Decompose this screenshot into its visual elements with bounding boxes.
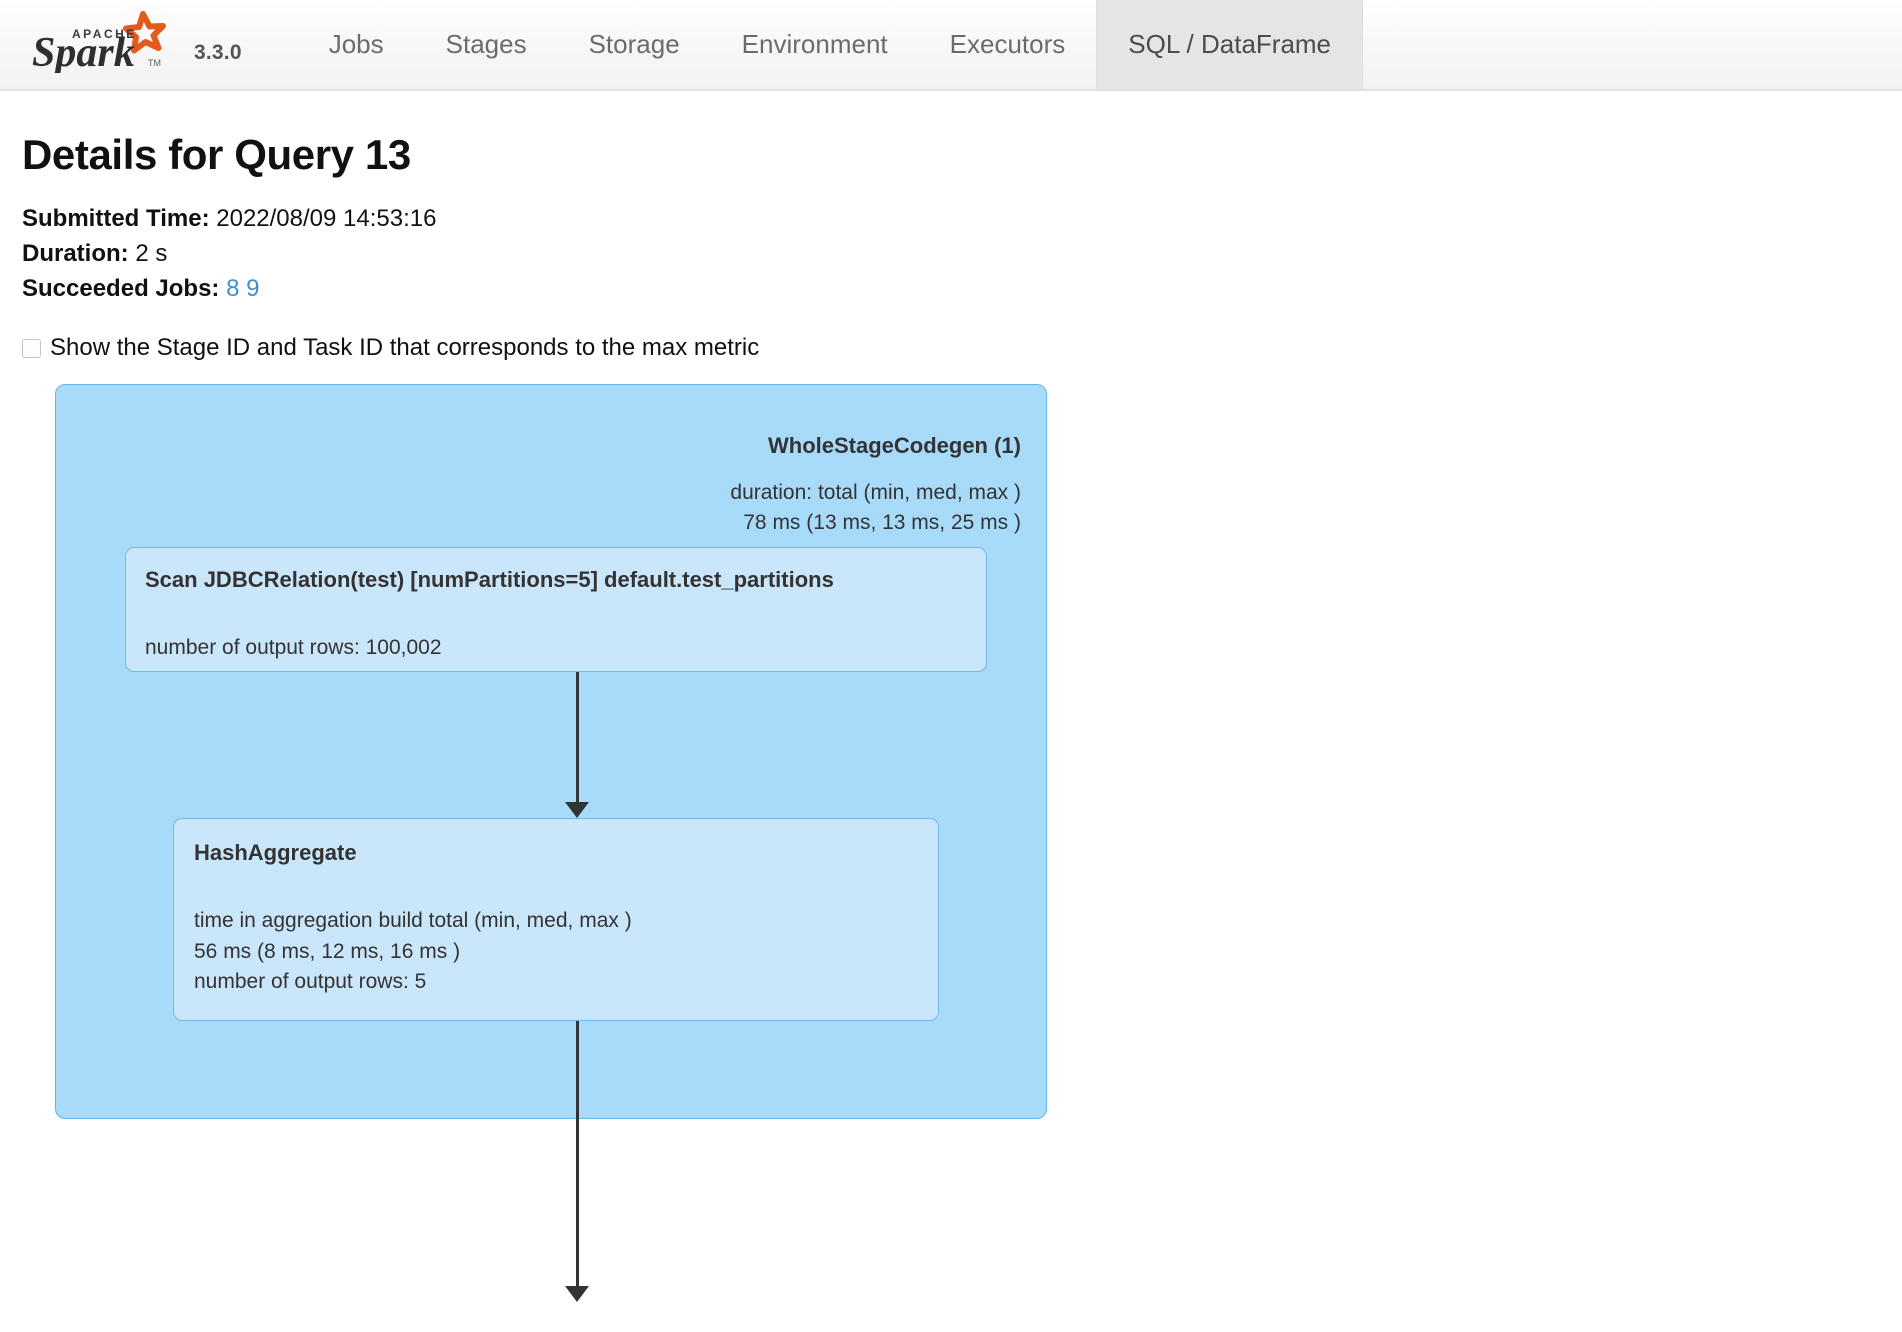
show-stage-task-id-checkbox[interactable] [22, 338, 41, 358]
sql-plan-graph: WholeStageCodegen (1) duration: total (m… [22, 384, 1047, 1303]
submitted-time-label: Submitted Time: [22, 205, 210, 232]
edge-scan-to-hashaggregate [576, 672, 579, 806]
edge-hashaggregate-to-next-arrowhead-icon [565, 1286, 589, 1303]
tab-storage[interactable]: Storage [588, 29, 680, 59]
plan-node-hashaggregate-metric-1: 56 ms (8 ms, 12 ms, 16 ms ) [194, 939, 461, 963]
plan-node-hashaggregate-metric-2: number of output rows: 5 [194, 969, 427, 993]
plan-node-hashaggregate-title: HashAggregate [194, 840, 357, 866]
nav-tabs: Jobs Stages Storage Environment Executor… [298, 0, 1364, 89]
navbar-filler [1363, 0, 1902, 89]
spark-logo[interactable]: APACHE Spark TM [22, 11, 182, 76]
top-navbar: APACHE Spark TM 3.3.0 Jobs Stages Storag… [0, 0, 1902, 91]
svg-text:TM: TM [148, 58, 161, 68]
edge-scan-to-hashaggregate-arrowhead-icon [565, 802, 589, 819]
tab-environment[interactable]: Environment [741, 29, 888, 59]
wholestagecodegen-metrics: duration: total (min, med, max ) 78 ms (… [730, 478, 1021, 538]
plan-node-scan-title: Scan JDBCRelation(test) [numPartitions=5… [145, 567, 834, 593]
plan-node-scan-metrics: number of output rows: 100,002 [145, 633, 986, 663]
svg-text:APACHE: APACHE [72, 27, 137, 41]
plan-node-scan[interactable]: Scan JDBCRelation(test) [numPartitions=5… [125, 547, 987, 673]
duration-row: Duration: 2 s [22, 236, 1880, 271]
succeeded-jobs-row: Succeeded Jobs: 8 9 [22, 271, 1880, 306]
svg-text:Spark: Spark [32, 30, 135, 73]
query-metadata: Submitted Time: 2022/08/09 14:53:16 Dura… [22, 201, 1880, 306]
succeeded-jobs-label: Succeeded Jobs: [22, 275, 220, 303]
succeeded-job-link-9[interactable]: 9 [246, 275, 260, 303]
spark-version: 3.3.0 [194, 41, 242, 64]
page-body: Details for Query 13 Submitted Time: 202… [0, 131, 1902, 1303]
show-stage-task-id-row: Show the Stage ID and Task ID that corre… [22, 334, 1880, 362]
wholestagecodegen-metric-value: 78 ms (13 ms, 13 ms, 25 ms ) [743, 510, 1021, 534]
tab-executors[interactable]: Executors [949, 29, 1066, 59]
edge-hashaggregate-to-next [576, 1021, 579, 1290]
show-stage-task-id-label: Show the Stage ID and Task ID that corre… [50, 334, 760, 362]
wholestagecodegen-title: WholeStageCodegen (1) [767, 433, 1021, 459]
plan-node-hashaggregate[interactable]: HashAggregate time in aggregation build … [173, 818, 939, 1022]
tab-jobs[interactable]: Jobs [328, 29, 384, 59]
tab-stages[interactable]: Stages [445, 29, 527, 59]
brand[interactable]: APACHE Spark TM 3.3.0 [0, 0, 242, 89]
submitted-time-value: 2022/08/09 14:53:16 [216, 205, 437, 232]
plan-node-scan-metric-0: number of output rows: 100,002 [145, 636, 442, 660]
duration-label: Duration: [22, 240, 129, 268]
wholestagecodegen-metric-header: duration: total (min, med, max ) [730, 481, 1021, 505]
plan-node-hashaggregate-metrics: time in aggregation build total (min, me… [194, 906, 938, 997]
submitted-time-row: Submitted Time: 2022/08/09 14:53:16 [22, 201, 1880, 236]
succeeded-job-link-8[interactable]: 8 [226, 275, 240, 303]
tab-sql-dataframe[interactable]: SQL / DataFrame [1096, 0, 1364, 89]
plan-node-hashaggregate-metric-0: time in aggregation build total (min, me… [194, 909, 632, 933]
page-title: Details for Query 13 [22, 131, 411, 178]
duration-value: 2 s [135, 240, 168, 268]
